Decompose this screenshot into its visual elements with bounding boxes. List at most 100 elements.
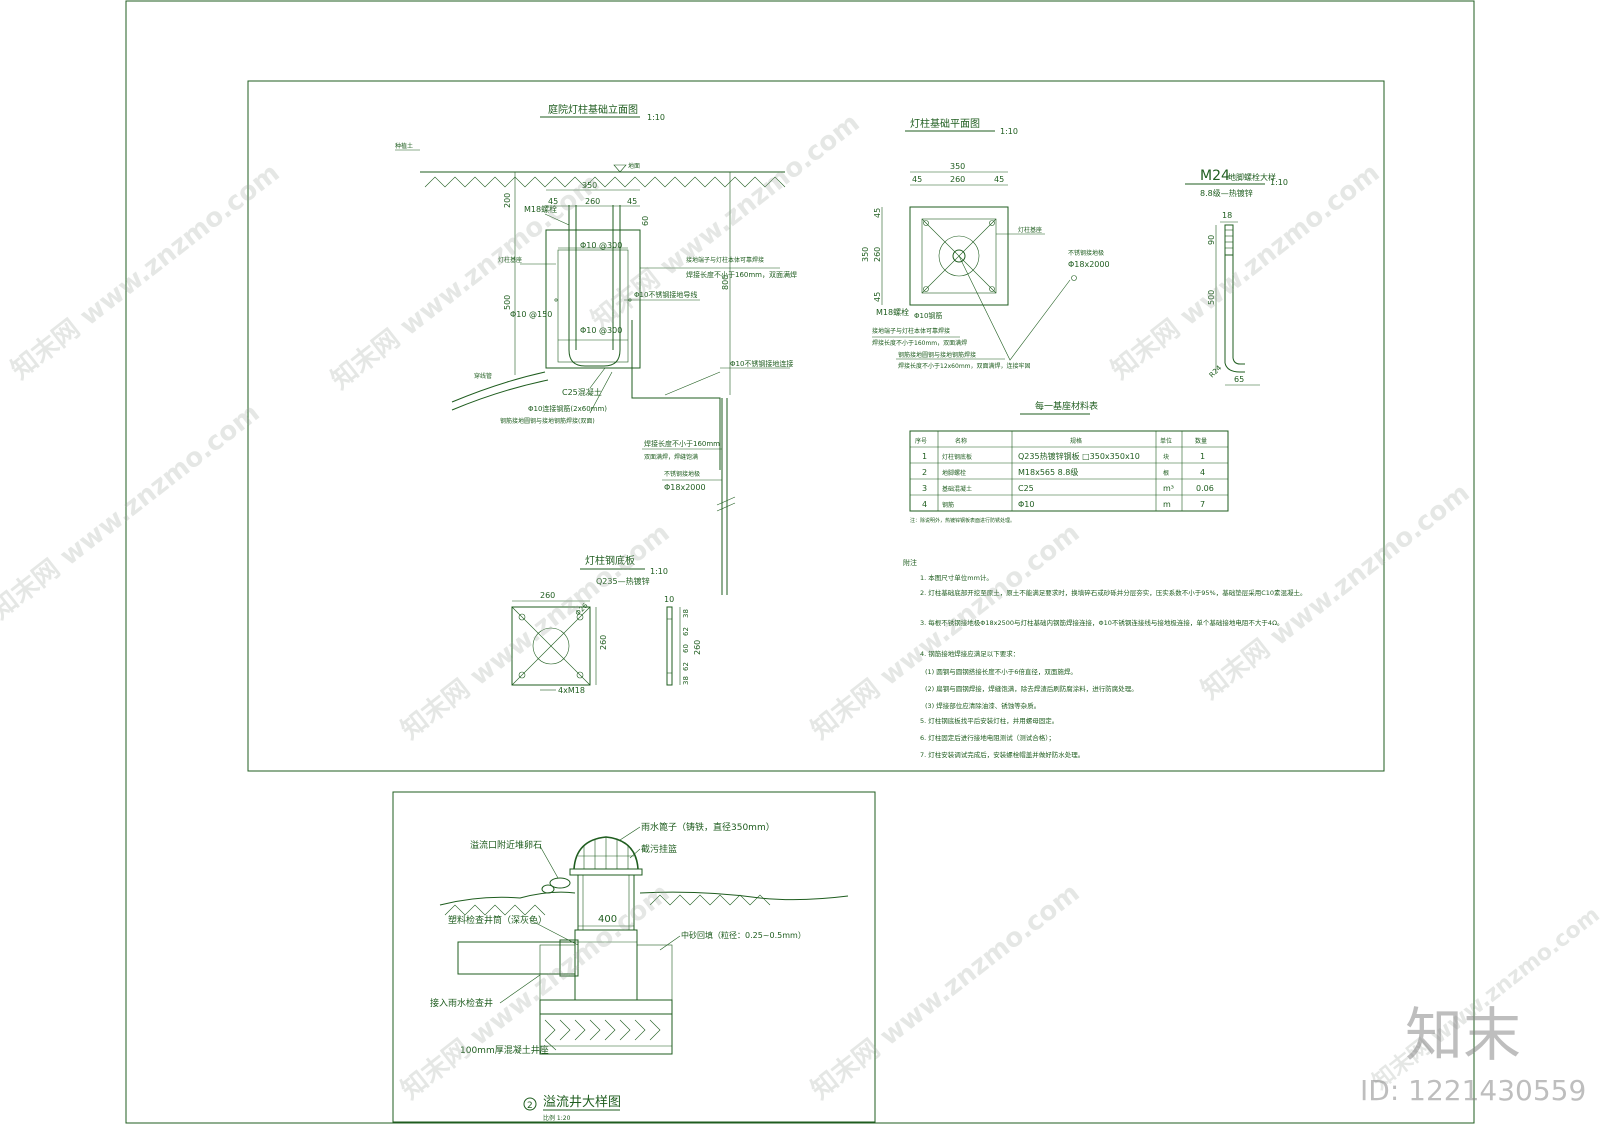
note-item: 4. 钢筋接地焊接应满足以下要求： [920,649,1019,658]
flange-title: 灯柱钢底板 [585,554,635,567]
elev-note1: 接地端子与灯柱本体可靠焊接 [686,256,764,264]
elev-stirrup2-label: Φ10 @300 [580,326,622,335]
well-title: 溢流井大样图 [543,1095,621,1110]
plan-note4: 焊接长度不小于12x60mm，双面满焊，连接牢固 [898,362,1031,370]
flange-scale: 1:10 [650,567,668,576]
elev-stirrup-label: Φ10 @300 [580,241,622,250]
well-title-number: 2 [527,1101,533,1111]
well-base-label: 100mm厚混凝土井座 [460,1044,549,1056]
well-inlet-label: 接入雨水检查井 [430,997,493,1009]
svg-text:根: 根 [1163,469,1169,477]
table-header-unit: 单位 [1160,437,1172,445]
well-pipe-label: 塑料检查井筒（深灰色） [448,914,547,926]
level-label: 地面 [628,162,640,170]
overflow-well-detail: 400 雨水篦子（铸铁，直径350mm） 截污挂篮 溢流口附近堆卵石 塑料检查井… [430,821,849,1122]
elev-dim-45b: 45 [627,197,637,206]
elev-dim-60: 60 [641,216,650,226]
ground-label: 种植土 [395,142,413,150]
flange-dim-38a: 38 [682,609,690,618]
flange-dim-260: 260 [540,591,555,600]
plan-rod-label: 不锈钢接地极 [1068,249,1104,257]
bolt-title-text: 地脚螺栓大样 [1228,172,1276,182]
bolt-dim-500: 500 [1207,290,1216,305]
elev-dim-500: 500 [503,295,512,310]
watermark-text: 知末网 www.znzmo.com [806,518,1086,746]
note-item: (2) 扁钢与圆钢焊接，焊缝饱满，除去焊渣后刷防腐涂料，进行防腐处理。 [925,684,1138,693]
plan-dim-260: 260 [950,175,965,184]
elev-rod-label: 不锈钢接地极 [664,470,700,478]
table-row: 3 基础混凝土 C25 m³ 0.06 [922,484,1214,493]
watermark-text: 知末网 www.znzmo.com [0,398,265,626]
plan-dim-v260: 260 [873,247,882,262]
table-header-spec: 规格 [1070,437,1082,445]
flange-dim-s260: 260 [693,640,702,655]
elevation-scale: 1:10 [647,113,665,122]
svg-text:1: 1 [1200,452,1205,461]
svg-text:块: 块 [1163,453,1169,461]
plan-dim-45a: 45 [912,175,922,184]
plan-rod-size: Φ18x2000 [1068,260,1110,269]
elev-conduit-label: 穿线管 [474,372,492,380]
note-item: (1) 圆钢与圆钢搭接长度不小于6倍直径，双面施焊。 [925,667,1077,676]
watermark-text: 知末网 www.znzmo.com [806,878,1086,1106]
flange-material: Q235—热镀锌 [596,576,650,586]
watermark-text: 知末网 www.znzmo.com [396,878,676,1106]
elev-dim-800: 800 [721,275,730,290]
well-grate-label: 雨水篦子（铸铁，直径350mm） [641,821,775,833]
svg-text:0.06: 0.06 [1196,484,1214,493]
general-notes: 附注 1. 本图尺寸单位mm计。 2. 灯柱基础底部开挖至原土，原土不能满足要求… [903,558,1307,759]
plan-dim-v45b: 45 [873,292,882,302]
note-item: 5. 灯柱钢底板找平后安装灯柱，并用螺母固定。 [920,716,1058,725]
table-header-qty: 数量 [1195,437,1207,445]
elev-dim-45a: 45 [548,197,558,206]
note-item: 2. 灯柱基础底部开挖至原土，原土不能满足要求时，换填碎石或砂砾并分层夯实，压实… [920,588,1307,597]
lower-panel-frame [392,791,876,1123]
note-item: 3. 每根不锈钢接地极Φ18x2500与灯柱基础内钢筋焊接连接，Φ10不锈钢连接… [920,618,1284,627]
plan-note1: 接地端子与灯柱本体可靠焊接 [872,327,950,335]
note-item: 6. 灯柱固定后进行接地电阻测试（测试合格）； [920,733,1055,742]
sheet-border [125,0,1475,1124]
plan-rebar-label: Φ10钢筋 [914,311,942,320]
plan-dim-v45a: 45 [873,208,882,218]
elev-connect2-label: Φ10不锈钢接地连接 [730,359,793,368]
svg-text:地脚螺栓: 地脚螺栓 [942,469,966,477]
elev-note2: 焊接长度不小于160mm，双面满焊 [686,270,797,279]
svg-text:m: m [1163,500,1171,509]
well-basket-label: 截污挂篮 [641,843,677,855]
plan-view: 灯柱基础平面图 1:10 350 45 260 45 45 260 45 350… [861,117,1110,370]
note-item: (3) 焊接部位应清除油漆、锈蚀等杂质。 [925,701,1040,710]
elev-dim-200: 200 [503,193,512,208]
elev-weld-len: 焊接长度不小于160mm [644,439,720,448]
bolt-dim-90: 90 [1207,235,1216,245]
svg-text:1: 1 [922,452,927,461]
elev-rod-size: Φ18x2000 [664,483,706,492]
svg-text:基础混凝土: 基础混凝土 [942,485,972,493]
flange-dim-t10: 10 [664,595,674,604]
elev-rebar-label: Φ10 @150 [510,310,552,319]
svg-text:灯柱钢底板: 灯柱钢底板 [942,453,972,461]
flange-dim-60: 60 [682,644,690,653]
bolt-grade: 8.8级—热镀锌 [1200,188,1253,198]
svg-text:Q235热镀锌钢板 □350x350x10: Q235热镀锌钢板 □350x350x10 [1018,451,1140,461]
plan-dim-v350: 350 [861,247,870,262]
material-table: 每一基座材料表 序号 名称 规格 单位 数量 1 灯柱钢底板 Q235热镀锌钢板… [909,400,1229,524]
bolt-scale: 1:10 [1270,178,1288,187]
elev-flat-label: Φ10连接钢筋(2x60mm) [528,404,607,413]
table-row: 2 地脚螺栓 M18x565 8.8级 根 4 [922,467,1205,477]
bolt-dim-18: 18 [1222,211,1232,220]
svg-text:4: 4 [1200,468,1205,477]
plan-note3: 钢筋接地圆钢与接地钢筋焊接 [898,351,976,359]
table-row: 4 钢筋 Φ10 m 7 [922,500,1205,509]
table-title: 每一基座材料表 [1035,400,1098,412]
bolt-title-code: M24 [1200,168,1230,184]
plan-base-label: 灯柱基座 [1018,226,1042,234]
elevation-title: 庭院灯柱基础立面图 [548,103,638,116]
watermark-text: 知末网 www.znzmo.com [396,518,676,746]
elev-flat2-label: 钢筋接地圆钢与接地钢筋焊接(双面) [500,417,595,425]
plan-dim-45b: 45 [994,175,1004,184]
svg-text:7: 7 [1200,500,1205,509]
well-dim-400: 400 [598,914,617,925]
bolt-dim-r: R24 [1208,364,1224,380]
table-row: 1 灯柱钢底板 Q235热镀锌钢板 □350x350x10 块 1 [922,451,1205,461]
